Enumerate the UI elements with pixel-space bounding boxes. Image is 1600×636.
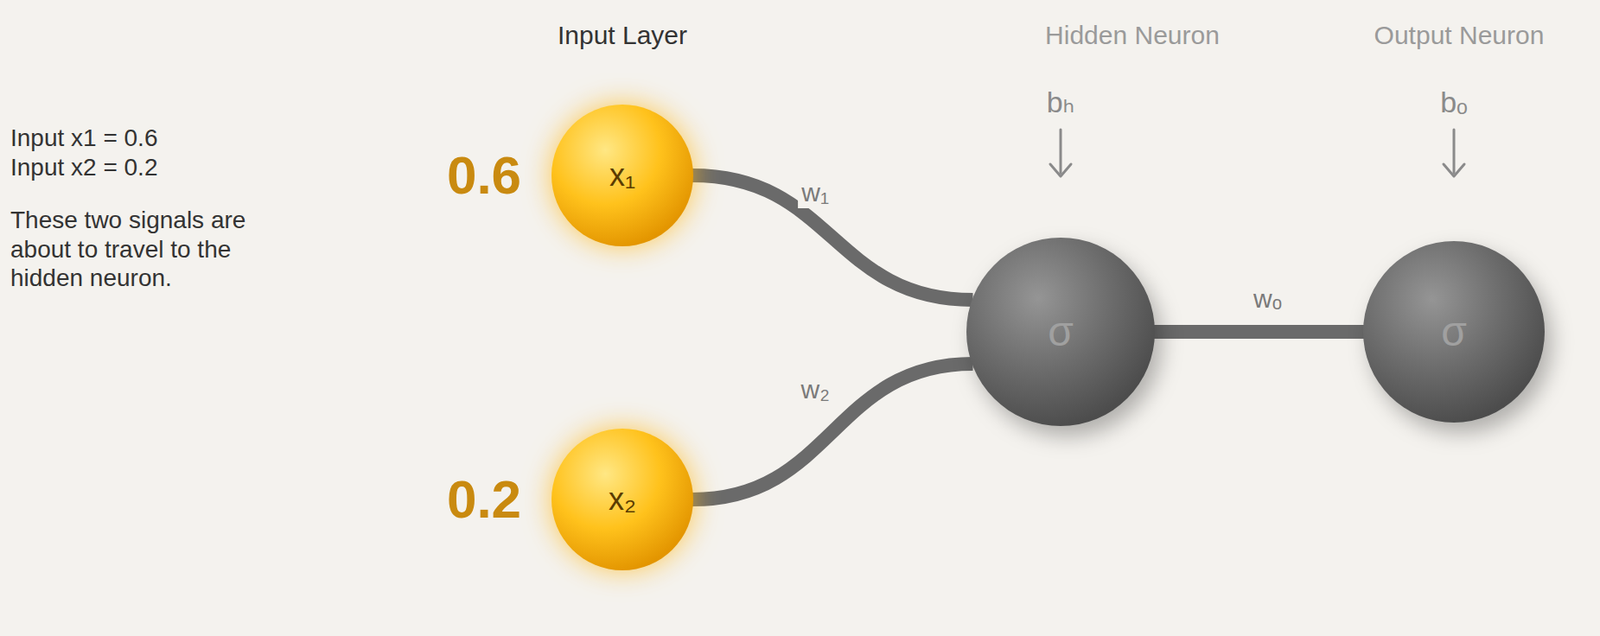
input-neuron: x₁ (550, 103, 695, 248)
neuron-body (1363, 241, 1545, 423)
explanation-note: These two signals are about to travel to… (10, 205, 305, 294)
weight-label: w₁ (797, 177, 833, 209)
input-symbol: x₁ (609, 158, 636, 193)
input-value: 0.2 (446, 467, 522, 532)
input-value-note: Input x1 = 0.6 (10, 123, 158, 153)
bias-arrow-head (1050, 164, 1071, 177)
neuron-body (551, 104, 694, 247)
input-symbol: x₂ (608, 482, 637, 517)
activation-symbol: σ (1440, 309, 1467, 356)
bias-arrow-head (1443, 164, 1465, 177)
bias-arrow (1453, 129, 1456, 173)
bias-label: bₕ (1046, 84, 1076, 121)
sigmoid-neuron: σ (1362, 240, 1546, 424)
weight-label: wₒ (1249, 283, 1286, 315)
input-value-note: Input x2 = 0.2 (10, 152, 158, 183)
neuron-body (551, 428, 694, 571)
weight-connection (692, 175, 974, 300)
neuron-body (966, 237, 1155, 427)
layer-heading: Output Neuron (1374, 19, 1545, 51)
weight-connection (692, 363, 974, 500)
input-value: 0.6 (446, 143, 522, 208)
bias-label: bₒ (1440, 84, 1468, 121)
weight-label: w₂ (797, 374, 834, 406)
weight-connection (1153, 325, 1365, 339)
sigmoid-neuron: σ (965, 236, 1156, 428)
layer-heading: Hidden Neuron (1045, 19, 1220, 51)
activation-symbol: σ (1047, 309, 1074, 356)
layer-heading: Input Layer (557, 19, 688, 51)
bias-arrow (1059, 129, 1063, 173)
input-neuron: x₂ (550, 427, 695, 572)
